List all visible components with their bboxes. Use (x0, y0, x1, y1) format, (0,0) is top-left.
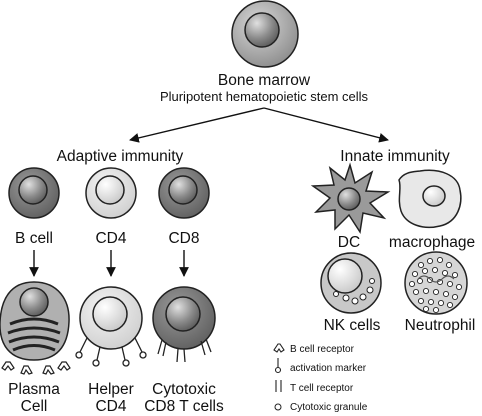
helper-label-2: CD4 (95, 398, 126, 415)
plasma-label-1: Plasma (8, 381, 60, 398)
legend: B cell receptor activation marker T cell… (273, 343, 368, 413)
neutrophil-label: Neutrophil (405, 317, 476, 334)
adaptive-heading: Adaptive immunity (57, 148, 184, 165)
cytotoxic-label-2: CD8 T cells (144, 398, 224, 415)
neutrophil-cell (404, 251, 468, 315)
t-cell-receptor-icon (275, 380, 282, 392)
innate-heading: Innate immunity (340, 148, 450, 165)
cd8-label: CD8 (168, 230, 199, 247)
nk-label: NK cells (324, 317, 381, 334)
b-cell-receptor-icon (273, 343, 285, 353)
dc-label: DC (338, 234, 360, 251)
dendritic-cell (310, 162, 391, 235)
helper-label-1: Helper (88, 381, 134, 398)
plasma-cell (0, 281, 71, 375)
activation-marker-icon (274, 358, 282, 374)
arrow-to-innate (263, 107, 389, 143)
cytotoxic-cd8-cell (152, 286, 216, 363)
arrow-to-adaptive (129, 107, 265, 143)
macrophage-label: macrophage (389, 234, 475, 251)
b-cell-label: B cell (15, 230, 53, 247)
cd4-cell (85, 167, 137, 219)
legend-b-cell-receptor: B cell receptor (290, 344, 355, 355)
legend-t-cell-receptor: T cell receptor (290, 383, 354, 394)
b-cell (8, 167, 60, 219)
legend-cytotoxic-granule: Cytotoxic granule (290, 402, 368, 413)
cytotoxic-granule-icon (274, 403, 282, 411)
stem-subtitle: Pluripotent hematopoietic stem cells (160, 89, 369, 104)
stem-title: Bone marrow (218, 72, 311, 89)
helper-cd4-cell (75, 286, 147, 367)
legend-activation-marker: activation marker (290, 363, 367, 374)
cd8-cell (158, 167, 210, 219)
plasma-label-2: Cell (21, 398, 48, 415)
nk-cell (320, 252, 382, 314)
cd4-label: CD4 (95, 230, 126, 247)
cytotoxic-label-1: Cytotoxic (152, 381, 216, 398)
macrophage-cell (398, 169, 462, 229)
stem-cell (231, 0, 299, 68)
